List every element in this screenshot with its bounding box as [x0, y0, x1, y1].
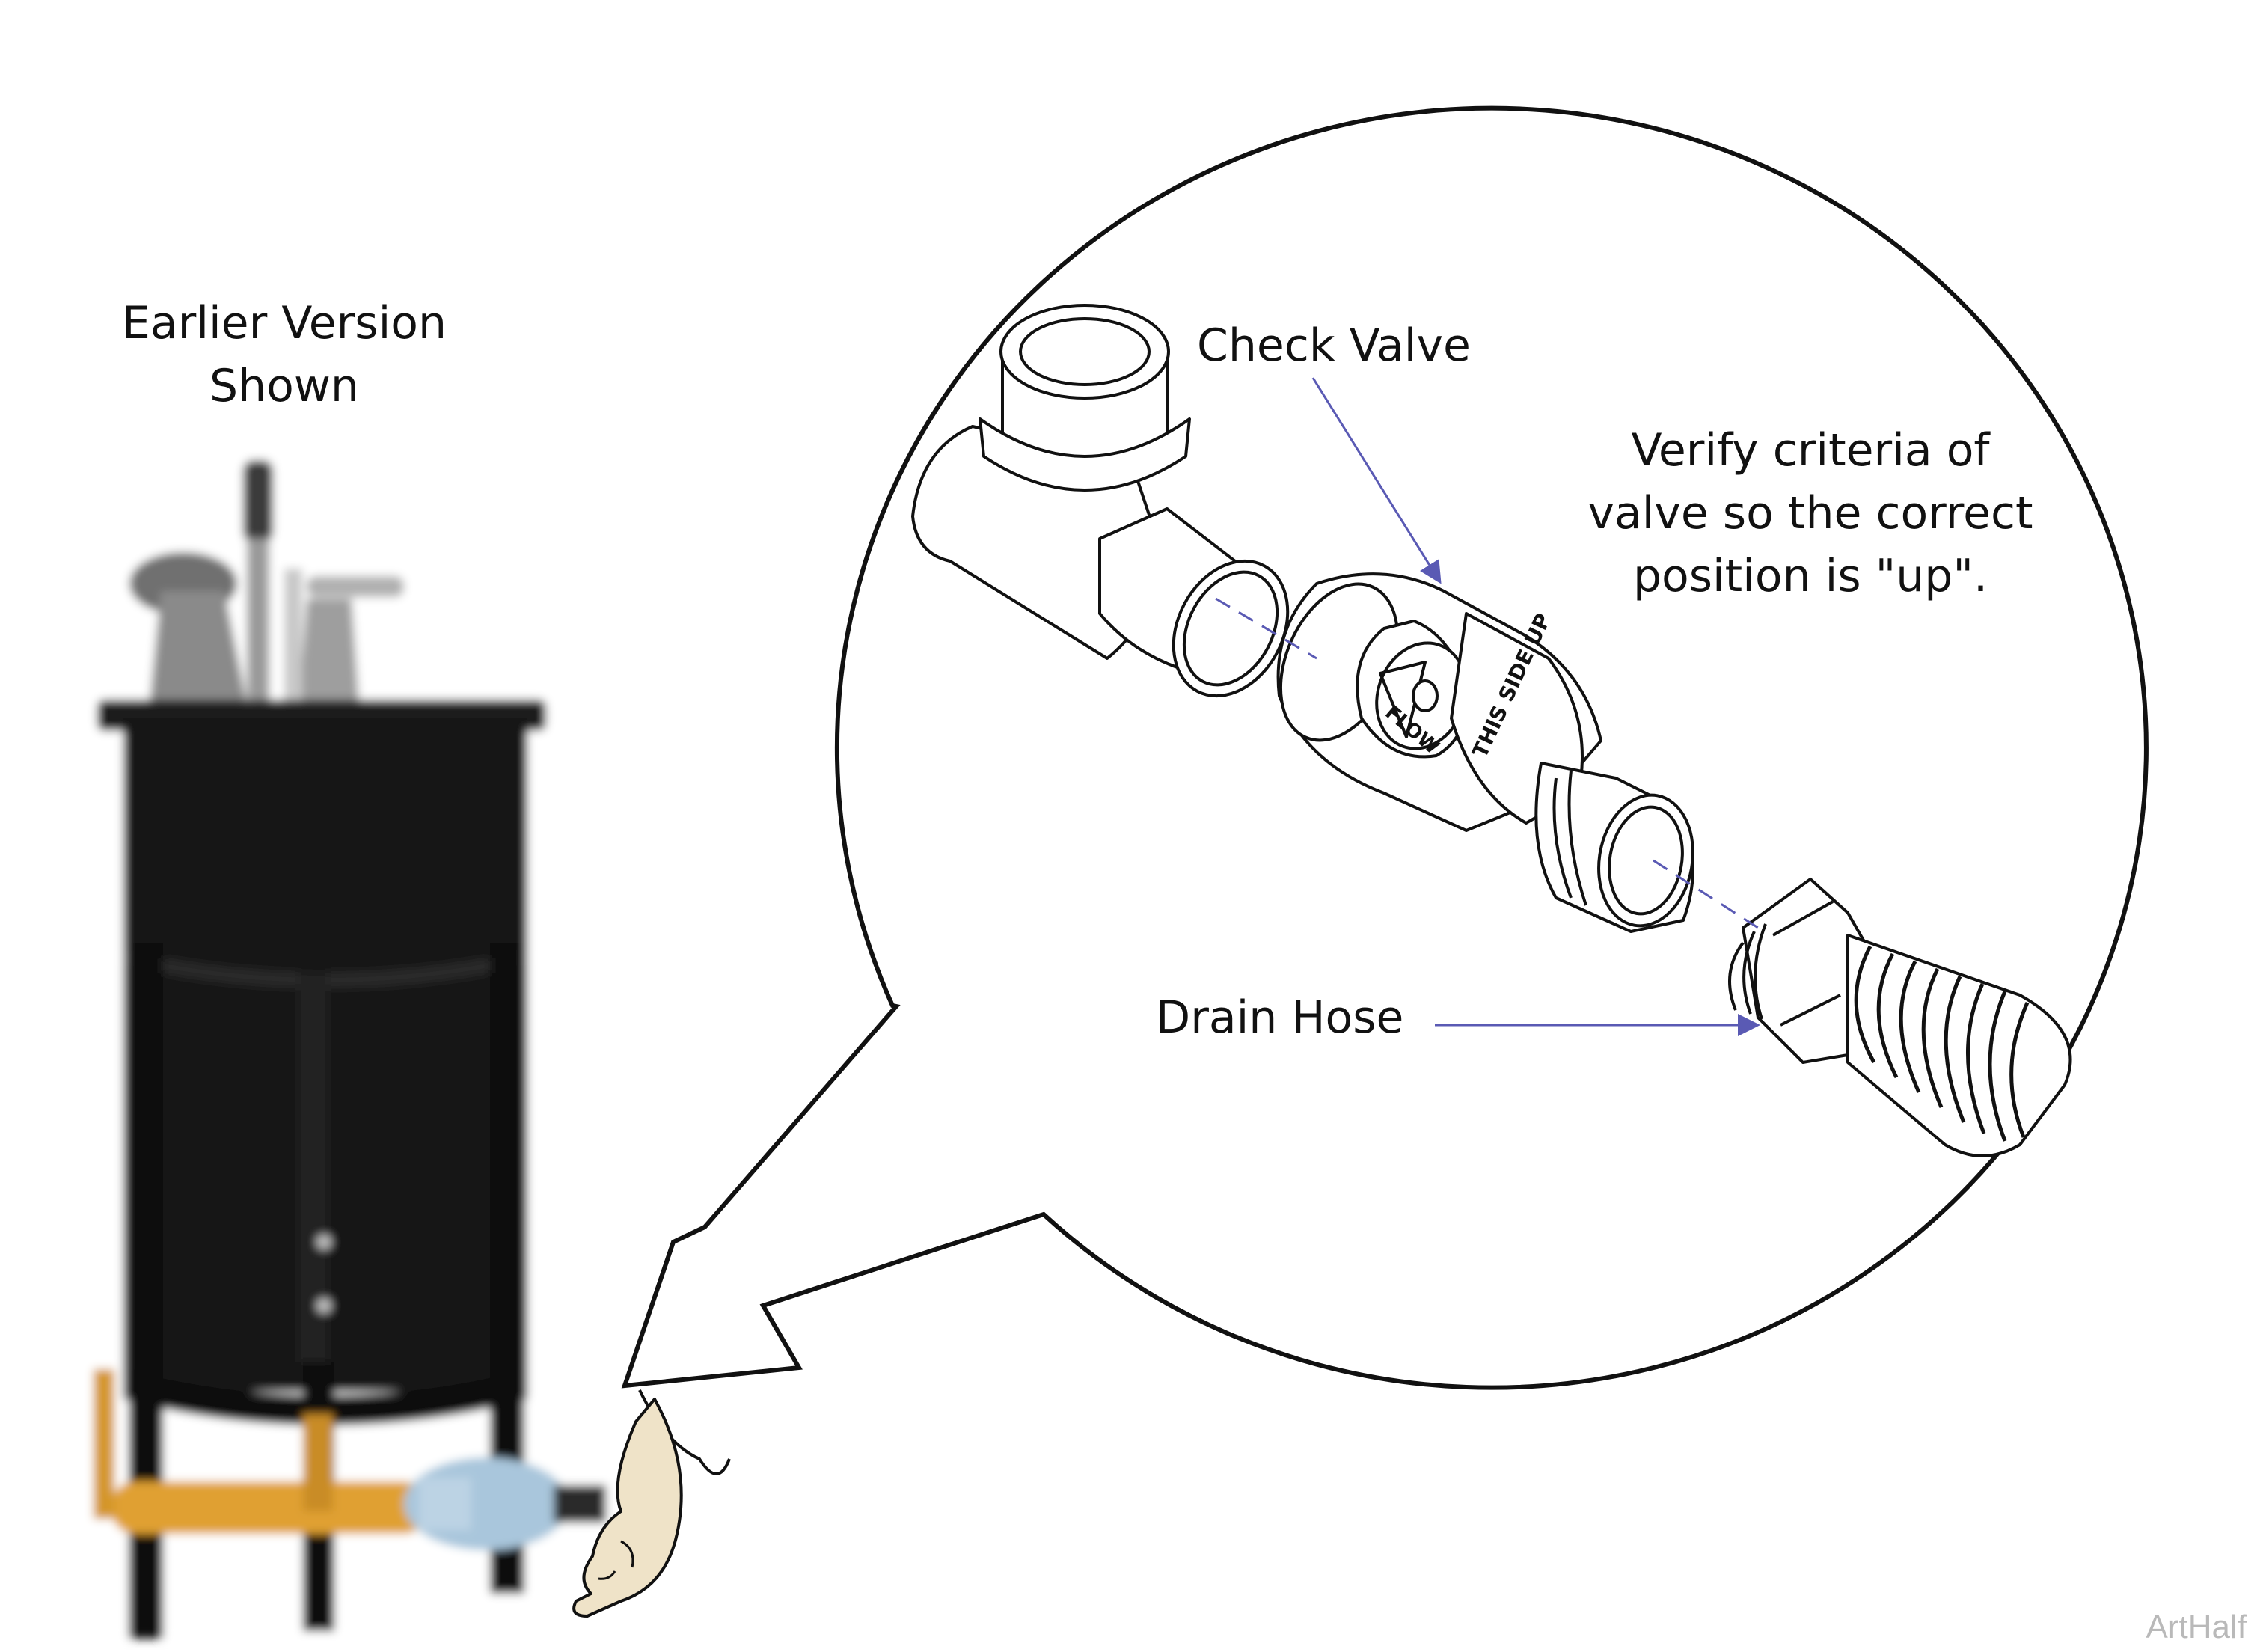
tank-photo — [75, 449, 628, 1639]
verify-note-line-2: valve so the correct — [1587, 487, 2033, 539]
earlier-version-line-1: Earlier Version — [122, 297, 447, 349]
verify-note-line-1: Verify criteria of — [1631, 424, 1990, 477]
hand-drawing — [572, 1389, 731, 1618]
verify-note: Verify criteria of valve so the correct … — [1526, 419, 2095, 608]
check-valve-assembly — [911, 304, 1694, 933]
check-valve-leader — [1311, 377, 1442, 584]
earlier-version-label: Earlier Version Shown — [67, 292, 501, 417]
drain-hose-label: Drain Hose — [1156, 991, 1404, 1044]
drain-hose — [1728, 878, 2072, 1157]
verify-note-line-3: position is "up". — [1632, 550, 1988, 602]
alignment-axis — [1215, 597, 1759, 929]
earlier-version-line-2: Shown — [209, 360, 359, 412]
watermark: ArtHalf — [2146, 1609, 2247, 1645]
check-valve-label: Check Valve — [1197, 319, 1471, 372]
